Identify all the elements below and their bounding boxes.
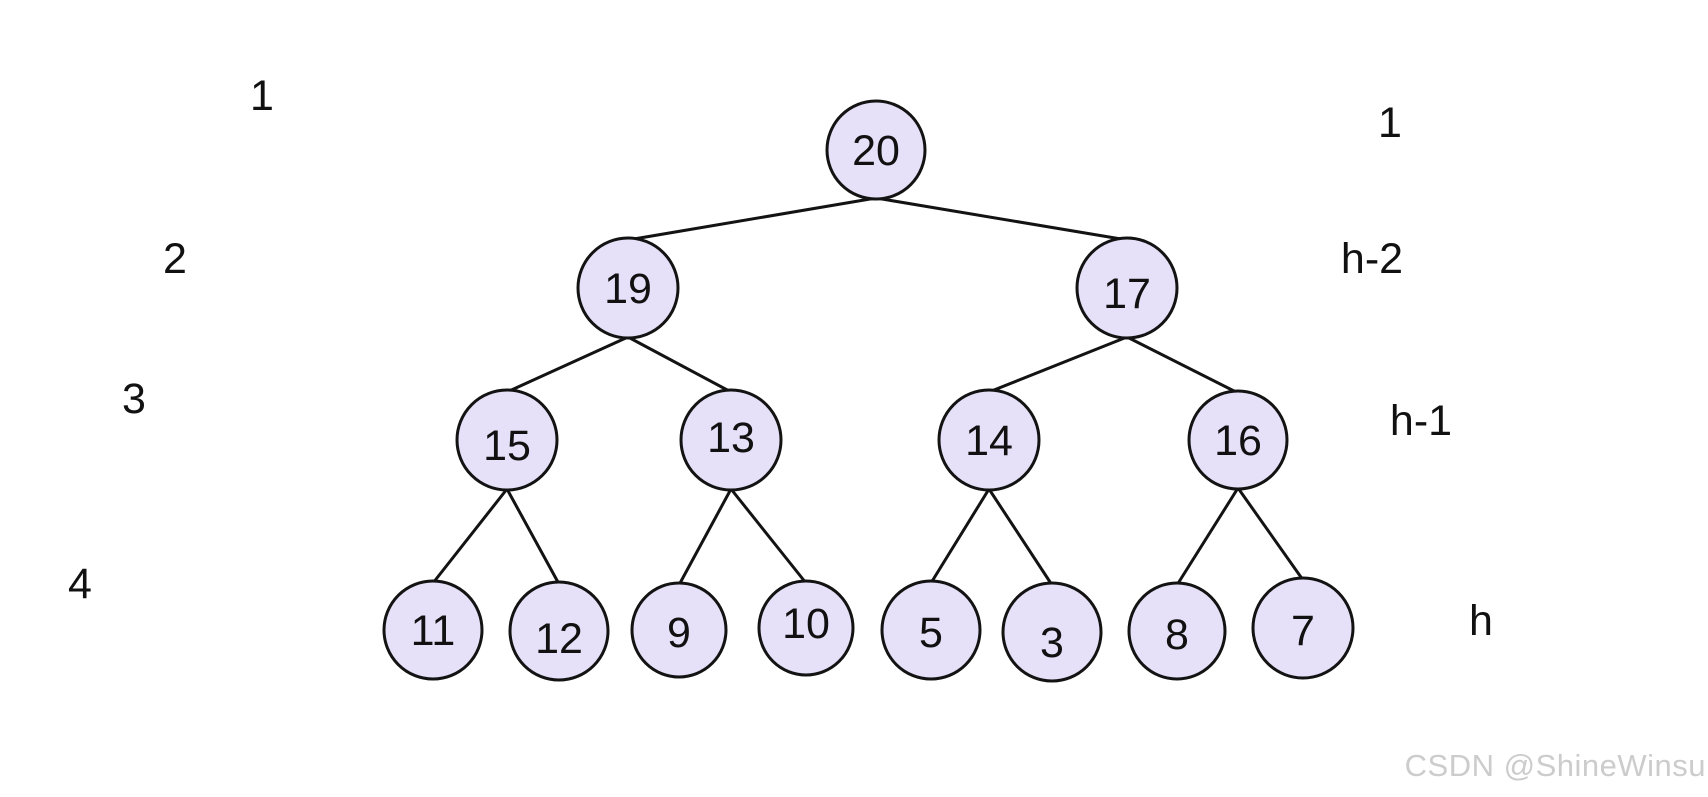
tree-node-10: 10 [757,579,855,677]
edge-15-11 [431,487,509,585]
level-label-right-4: h [1469,597,1493,645]
node-value-16: 16 [1214,417,1262,465]
tree-node-8: 8 [1127,581,1227,681]
node-value-10: 10 [782,600,830,648]
node-circle-9 [630,581,728,679]
edge-13-10 [729,487,808,585]
edge-14-3 [987,487,1054,587]
tree-node-15: 15 [455,388,559,492]
tree-node-11: 11 [382,579,484,681]
level-label-right-3: h-1 [1390,397,1452,445]
node-value-11: 11 [411,607,456,655]
tree-node-14: 14 [937,388,1041,492]
tree-node-9: 9 [630,581,728,679]
edge-19-15 [505,335,630,394]
node-circle-12 [508,580,610,682]
edge-17-14 [987,335,1129,394]
node-circle-13 [679,388,783,492]
edge-14-5 [929,487,991,585]
tree-node-13: 13 [679,388,783,492]
node-circle-15 [455,388,559,492]
tree-node-20: 20 [825,99,927,201]
node-circle-16 [1187,389,1289,491]
edge-13-9 [677,487,733,587]
tree-node-12: 12 [508,580,610,682]
node-circle-3 [1001,581,1103,683]
node-value-15: 15 [483,422,531,470]
node-value-9: 9 [667,609,691,657]
node-value-19: 19 [604,265,652,313]
level-label-right-1: 1 [1378,99,1402,147]
level-label-right-2: h-2 [1341,235,1403,283]
node-value-13: 13 [707,414,755,462]
node-circle-14 [937,388,1041,492]
node-value-20: 20 [852,127,900,175]
tree-node-19: 19 [576,236,680,340]
tree-node-16: 16 [1187,389,1289,491]
edge-20-19 [626,196,878,242]
edge-17-16 [1125,335,1240,395]
node-circle-20 [825,99,927,201]
node-circle-11 [382,579,484,681]
node-value-8: 8 [1165,611,1189,659]
node-circle-10 [757,579,855,677]
node-circle-17 [1075,236,1179,340]
node-value-17: 17 [1103,270,1151,318]
node-circle-5 [880,579,982,681]
tree-node-5: 5 [880,579,982,681]
node-value-3: 3 [1040,619,1064,667]
level-label-left-4: 4 [68,560,92,608]
edge-15-12 [505,487,561,586]
node-value-7: 7 [1291,607,1315,655]
level-label-left-1: 1 [250,72,274,120]
edge-16-7 [1236,486,1305,582]
tree-node-7: 7 [1251,576,1355,680]
tree-node-3: 3 [1001,581,1103,683]
edge-19-13 [626,335,733,394]
node-value-12: 12 [535,615,583,663]
node-circle-7 [1251,576,1355,680]
node-circle-19 [576,236,680,340]
edge-20-17 [874,196,1129,242]
node-value-5: 5 [919,609,943,657]
node-value-14: 14 [965,417,1013,465]
node-circle-8 [1127,581,1227,681]
level-label-left-3: 3 [122,375,146,423]
level-label-left-2: 2 [163,235,187,283]
tree-node-17: 17 [1075,236,1179,340]
watermark: CSDN @ShineWinsu [1404,748,1706,783]
edge-16-8 [1175,486,1240,587]
